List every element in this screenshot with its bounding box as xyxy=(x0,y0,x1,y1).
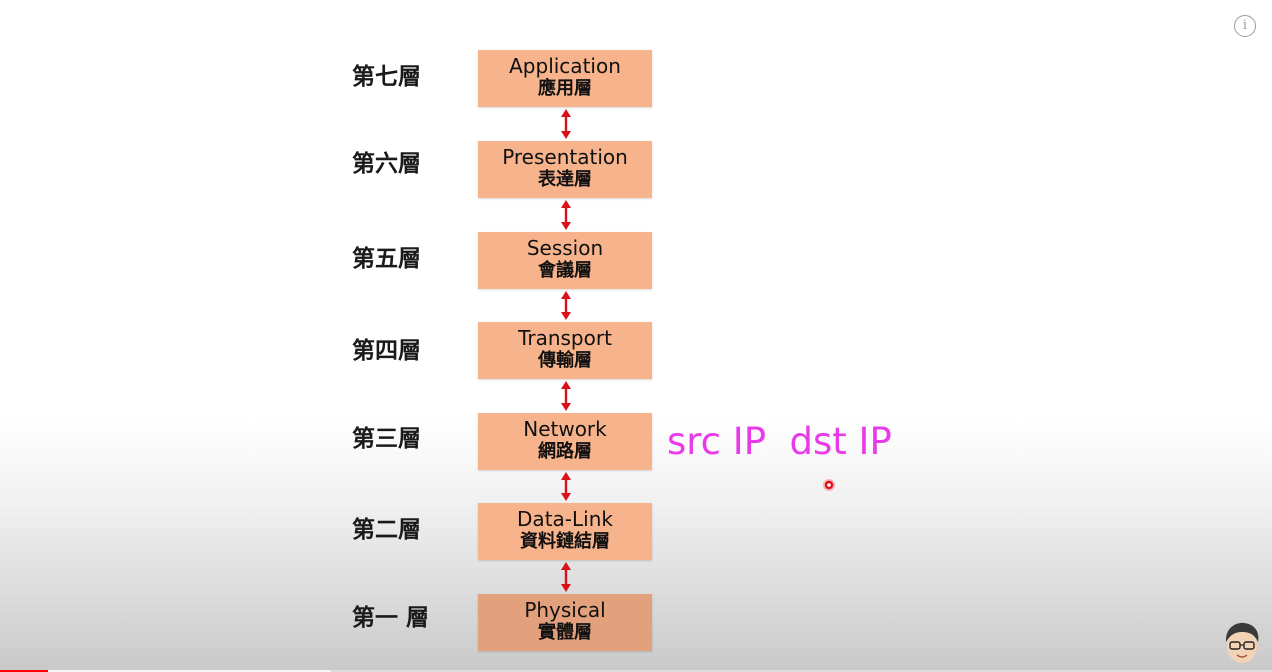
layer-box-physical: Physical 實體層 xyxy=(478,594,652,651)
layer-name-zh: 會議層 xyxy=(538,260,592,281)
layer-label-2: 第二層 xyxy=(352,517,421,543)
laser-pointer-icon xyxy=(823,479,835,491)
layer-name-zh: 網路層 xyxy=(538,441,592,462)
double-arrow-icon xyxy=(561,200,571,230)
layer-label-4: 第四層 xyxy=(352,338,421,364)
layer-name-en: Presentation xyxy=(502,145,628,169)
layer-label-5: 第五層 xyxy=(352,246,421,272)
ip-annotation: src IP dst IP xyxy=(667,420,892,463)
layer-name-en: Network xyxy=(523,417,607,441)
layer-box-network: Network 網路層 xyxy=(478,413,652,470)
double-arrow-icon xyxy=(561,472,571,501)
layer-box-session: Session 會議層 xyxy=(478,232,652,289)
layer-name-zh: 資料鏈結層 xyxy=(520,531,610,552)
layer-name-en: Application xyxy=(509,54,621,78)
layer-box-application: Application 應用層 xyxy=(478,50,652,107)
double-arrow-icon xyxy=(561,291,571,320)
double-arrow-icon xyxy=(561,562,571,592)
layer-name-zh: 傳輸層 xyxy=(538,350,592,371)
layer-label-3: 第三層 xyxy=(352,426,421,452)
layer-name-zh: 表達層 xyxy=(538,169,592,190)
layer-name-en: Physical xyxy=(524,598,606,622)
avatar[interactable] xyxy=(1222,620,1262,666)
layer-label-7: 第七層 xyxy=(352,64,421,90)
layer-name-zh: 實體層 xyxy=(538,622,592,643)
layer-box-data-link: Data-Link 資料鏈結層 xyxy=(478,503,652,560)
video-buffered-bar xyxy=(0,670,331,672)
double-arrow-icon xyxy=(561,381,571,411)
layer-label-1: 第一 層 xyxy=(352,605,430,631)
double-arrow-icon xyxy=(561,109,571,139)
layer-label-6: 第六層 xyxy=(352,151,421,177)
info-icon[interactable]: i xyxy=(1234,15,1256,37)
layer-name-en: Session xyxy=(526,236,604,260)
video-progress-fill xyxy=(0,670,49,672)
layer-box-transport: Transport 傳輸層 xyxy=(478,322,652,379)
layer-name-en: Transport xyxy=(518,326,612,350)
layer-name-en: Data-Link xyxy=(517,507,613,531)
layer-box-presentation: Presentation 表達層 xyxy=(478,141,652,198)
layer-name-zh: 應用層 xyxy=(538,78,592,99)
video-progress-bar[interactable] xyxy=(0,670,1272,672)
